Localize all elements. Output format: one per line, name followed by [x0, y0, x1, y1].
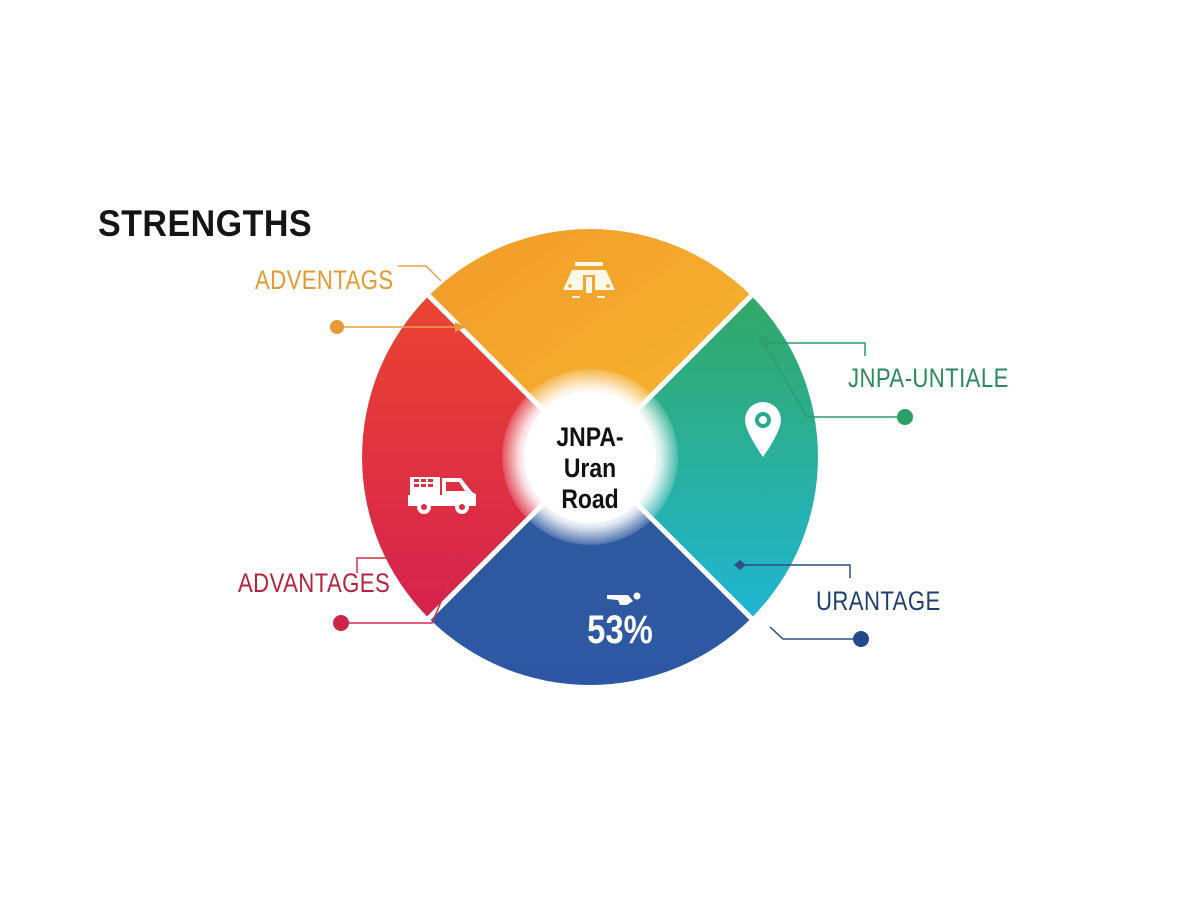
- connector-dot-red: [333, 615, 349, 631]
- center-circle: [524, 391, 656, 523]
- connector-dot-orange: [330, 320, 344, 334]
- connector-dot-blue: [853, 631, 869, 647]
- connector-green: [763, 342, 897, 418]
- crane-icon: [607, 592, 641, 605]
- label-left-segment: ADVANTAGES: [238, 568, 391, 598]
- connector-orange: [337, 265, 466, 332]
- truck-icon: [408, 477, 476, 514]
- center-label-line1: JNPA-Uran: [556, 422, 624, 483]
- center-label: JNPA-Uran Road: [539, 422, 641, 515]
- center-label-line2: Road: [561, 484, 619, 514]
- connector-blue: [740, 564, 853, 640]
- map-pin-icon: [745, 402, 781, 457]
- connector-origin-green: [758, 335, 770, 347]
- label-bottom-segment: URANTAGE: [816, 586, 941, 616]
- label-right-segment: JNPA-UNTIALE: [848, 363, 1009, 393]
- segment-right: [590, 295, 818, 619]
- connector-dot-green: [897, 409, 913, 425]
- building-icon: [563, 262, 615, 298]
- segment-bottom: [428, 457, 752, 685]
- segment-top: [428, 229, 752, 457]
- segment-left: [362, 295, 590, 619]
- percentage-value: 53%: [587, 608, 653, 652]
- label-top-segment: ADVENTAGS: [255, 265, 394, 295]
- connector-red: [349, 551, 462, 624]
- connector-origin-blue: [734, 560, 746, 570]
- page-title: STRENGTHS: [98, 203, 313, 244]
